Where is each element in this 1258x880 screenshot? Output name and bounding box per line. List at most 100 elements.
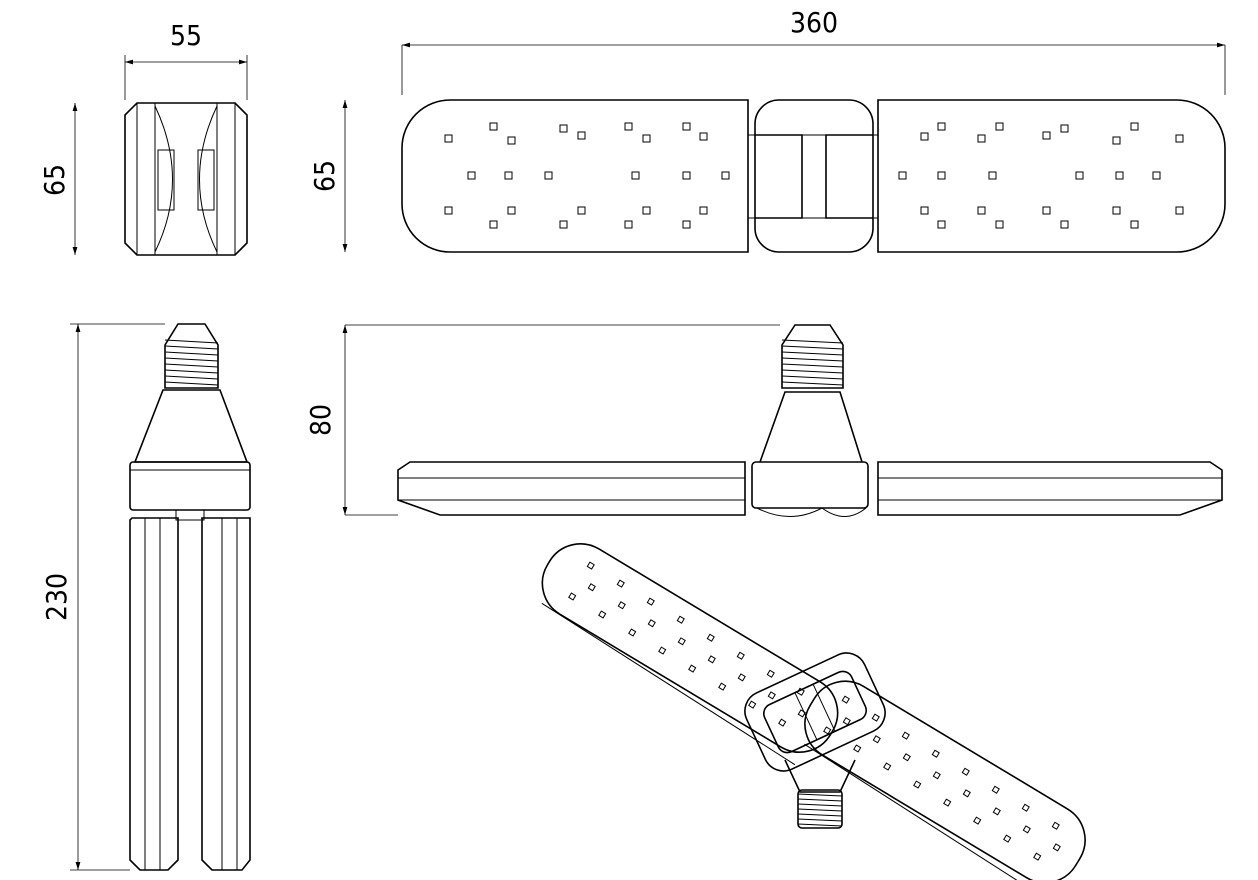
led-dot bbox=[718, 682, 727, 691]
led-dot bbox=[721, 171, 730, 180]
led-dot bbox=[853, 744, 862, 753]
led-dot bbox=[1112, 136, 1121, 145]
led-dot bbox=[1052, 843, 1061, 852]
led-dot bbox=[995, 122, 1004, 131]
led-dot bbox=[624, 220, 633, 229]
led-dot bbox=[646, 597, 655, 606]
led-dot bbox=[1130, 122, 1139, 131]
led-dot bbox=[1021, 803, 1030, 812]
led-dot bbox=[617, 601, 626, 610]
led-dot bbox=[766, 669, 775, 678]
led-dot bbox=[991, 785, 1000, 794]
led-dot bbox=[937, 171, 946, 180]
led-dot bbox=[962, 789, 971, 798]
led-dot bbox=[647, 619, 656, 628]
led-dot bbox=[932, 771, 941, 780]
led-dot bbox=[913, 780, 922, 789]
led-dot bbox=[676, 615, 685, 624]
led-dot bbox=[973, 816, 982, 825]
led-dot bbox=[1130, 220, 1139, 229]
led-dot bbox=[823, 726, 832, 735]
led-dot bbox=[901, 731, 910, 740]
dimension-65-side: 65 bbox=[38, 103, 78, 255]
led-dot bbox=[577, 206, 586, 215]
led-dot bbox=[642, 134, 651, 143]
led-dot bbox=[658, 646, 667, 655]
led-dot bbox=[682, 122, 691, 131]
led-dot bbox=[507, 206, 516, 215]
led-dot bbox=[977, 134, 986, 143]
dimension-360: 360 bbox=[401, 6, 1226, 95]
dimension-label-65-plan: 65 bbox=[308, 160, 341, 192]
dimension-label-55: 55 bbox=[170, 19, 202, 52]
led-dot bbox=[624, 122, 633, 131]
screw-thread-side bbox=[164, 339, 219, 386]
isometric-view bbox=[541, 543, 1086, 880]
led-dot bbox=[568, 592, 577, 601]
led-dot bbox=[943, 798, 952, 807]
plan-view bbox=[401, 99, 1226, 253]
led-dot bbox=[1042, 131, 1051, 140]
led-dot bbox=[995, 220, 1004, 229]
led-dot bbox=[688, 664, 697, 673]
led-dot bbox=[1075, 171, 1084, 180]
led-dot bbox=[444, 206, 453, 215]
led-dot bbox=[1115, 171, 1124, 180]
led-dot bbox=[1033, 852, 1042, 861]
led-dots-plan bbox=[444, 122, 1184, 229]
led-dot bbox=[767, 691, 776, 700]
led-dot bbox=[699, 132, 708, 141]
dimension-label-65-side: 65 bbox=[38, 164, 71, 196]
led-dot bbox=[467, 171, 476, 180]
led-dot bbox=[504, 171, 513, 180]
led-dot bbox=[559, 124, 568, 133]
led-dot bbox=[586, 561, 595, 570]
led-dot bbox=[628, 628, 637, 637]
led-dot bbox=[444, 134, 453, 143]
led-dot bbox=[748, 700, 757, 709]
led-dot bbox=[706, 633, 715, 642]
dimension-80: 80 bbox=[304, 324, 780, 516]
led-dot bbox=[778, 718, 787, 727]
led-dot bbox=[737, 673, 746, 682]
dimension-label-360: 360 bbox=[790, 6, 838, 39]
led-dot bbox=[937, 122, 946, 131]
side-view bbox=[129, 323, 251, 871]
led-dot bbox=[1042, 206, 1051, 215]
led-dot bbox=[937, 220, 946, 229]
led-dot bbox=[1175, 206, 1184, 215]
led-dot bbox=[631, 171, 640, 180]
led-dot bbox=[883, 762, 892, 771]
led-dot bbox=[1175, 134, 1184, 143]
led-dot bbox=[1003, 834, 1012, 843]
led-dot bbox=[841, 695, 850, 704]
led-dot bbox=[898, 171, 907, 180]
led-dot bbox=[577, 131, 586, 140]
led-dot bbox=[977, 206, 986, 215]
led-dot bbox=[961, 767, 970, 776]
led-dot bbox=[1060, 124, 1069, 133]
led-dot bbox=[992, 807, 1001, 816]
dimension-label-230: 230 bbox=[40, 573, 73, 621]
led-dot bbox=[931, 749, 940, 758]
dimension-65-plan: 65 bbox=[308, 100, 348, 252]
led-dot bbox=[1051, 821, 1060, 830]
led-dot bbox=[677, 637, 686, 646]
led-dot bbox=[587, 583, 596, 592]
led-dot bbox=[1112, 206, 1121, 215]
led-dot bbox=[489, 122, 498, 131]
led-dot bbox=[544, 171, 553, 180]
dimension-55: 55 bbox=[124, 19, 248, 100]
end-view bbox=[124, 102, 248, 256]
led-dot bbox=[736, 651, 745, 660]
led-dot bbox=[699, 206, 708, 215]
led-dot bbox=[920, 132, 929, 141]
led-dot bbox=[642, 206, 651, 215]
led-dot bbox=[1060, 220, 1069, 229]
led-dot bbox=[707, 655, 716, 664]
led-dot bbox=[920, 206, 929, 215]
led-dot bbox=[489, 220, 498, 229]
led-dot bbox=[842, 717, 851, 726]
led-dot bbox=[988, 171, 997, 180]
